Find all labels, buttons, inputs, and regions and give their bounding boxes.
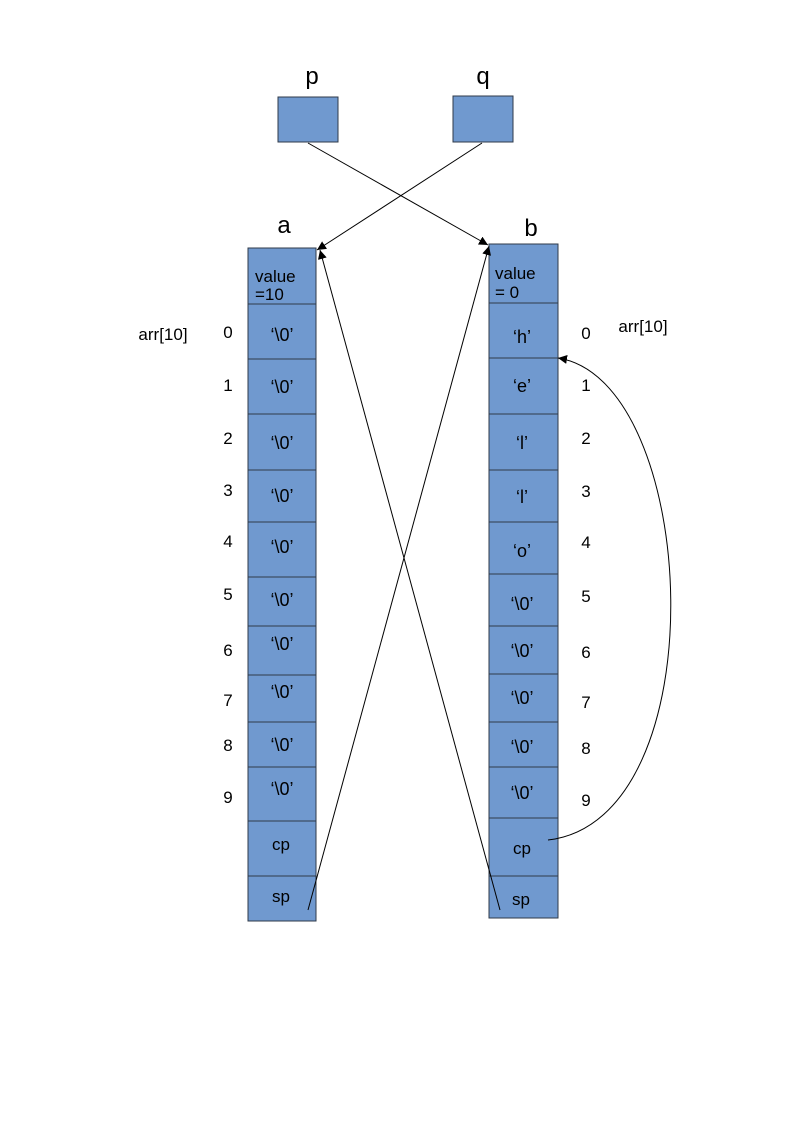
struct-a-separators <box>248 303 316 877</box>
struct-b-arr-cell-6: ‘\0’ <box>510 641 533 661</box>
struct-b-index-6: 6 <box>581 643 590 662</box>
struct-a-index-1: 1 <box>223 376 232 395</box>
struct-a-arr-cell-5: ‘\0’ <box>270 590 293 610</box>
arrow-q-to-a <box>316 142 483 251</box>
struct-a-indices: 0 1 2 3 4 5 6 7 8 9 <box>223 323 232 807</box>
struct-b-index-3: 3 <box>581 482 590 501</box>
struct-b-arr-cell-8: ‘\0’ <box>510 737 533 757</box>
struct-b-arr-cell-2: ‘l’ <box>516 433 528 453</box>
arrow-p-to-b <box>307 142 489 246</box>
struct-a: a value =10 ‘\0’‘\0’‘\0’‘\0’‘\0’‘\0’‘\0’… <box>138 212 317 922</box>
struct-a-arr-cell-8: ‘\0’ <box>270 735 293 755</box>
struct-b-arr-cell-3: ‘l’ <box>516 487 528 507</box>
struct-a-index-3: 3 <box>223 481 232 500</box>
struct-a-array-cells: ‘\0’ ‘\0’ ‘\0’ ‘\0’ ‘\0’ ‘\0’ ‘\0’ ‘\0’ ‘\0’ ‘\0’ <box>270 325 293 799</box>
struct-a-arr-cell-9: ‘\0’ <box>270 779 293 799</box>
struct-b-arr-cell-0: ‘h’ <box>513 327 531 347</box>
struct-a-index-2: 2 <box>223 429 232 448</box>
struct-b-label: b <box>524 215 537 242</box>
struct-a-arr-cell-4: ‘\0’ <box>270 537 293 557</box>
struct-a-index-0: 0 <box>223 323 232 342</box>
struct-b-arr-cell-9: ‘\0’ <box>510 783 533 803</box>
struct-b-arr-cell-5: ‘\0’ <box>510 594 533 614</box>
struct-b-index-5: 5 <box>581 587 590 606</box>
struct-a-arr-cell-0: ‘\0’ <box>270 325 293 345</box>
struct-b-index-9: 9 <box>581 791 590 810</box>
struct-a-arr-label: arr[10] <box>138 325 187 344</box>
struct-a-label: a <box>277 212 291 239</box>
struct-b-index-1: 1 <box>581 376 590 395</box>
struct-b-arr-cell-7: ‘\0’ <box>510 688 533 708</box>
pointer-p: p <box>277 63 339 143</box>
struct-a-arr-cell-6: ‘\0’ <box>270 634 293 654</box>
struct-a-cp-label: cp <box>272 835 290 854</box>
struct-b-value-line2: = 0 <box>495 283 519 302</box>
struct-a-arr-cell-7: ‘\0’ <box>270 682 293 702</box>
struct-b-separators <box>489 302 558 877</box>
struct-b-sp-label: sp <box>512 890 530 909</box>
struct-a-index-4: 4 <box>223 532 232 551</box>
struct-a-body <box>247 247 317 922</box>
arrow-a-sp-to-b <box>307 245 491 911</box>
struct-a-index-8: 8 <box>223 736 232 755</box>
struct-b-index-8: 8 <box>581 739 590 758</box>
struct-b-body <box>488 243 559 919</box>
struct-a-sp-label: sp <box>272 887 290 906</box>
struct-b-cp-label: cp <box>513 839 531 858</box>
pointer-p-box <box>277 96 339 143</box>
struct-b-arr-cell-1: ‘e’ <box>513 376 531 396</box>
arrow-b-cp-to-arr1 <box>547 354 672 841</box>
struct-a-value-line1: value <box>255 267 296 286</box>
pointer-p-label: p <box>305 63 318 90</box>
struct-a-index-5: 5 <box>223 585 232 604</box>
struct-b-arr-label: arr[10] <box>618 317 667 336</box>
pointer-q: q <box>452 63 514 143</box>
struct-b-index-4: 4 <box>581 533 590 552</box>
struct-a-arr-cell-3: ‘\0’ <box>270 486 293 506</box>
struct-b-array-cells: ‘h’ ‘e’ ‘l’ ‘l’ ‘o’ ‘\0’ ‘\0’ ‘\0’ ‘\0’ ‘\0’ <box>510 327 533 803</box>
struct-a-arr-cell-1: ‘\0’ <box>270 377 293 397</box>
struct-a-arr-cell-2: ‘\0’ <box>270 433 293 453</box>
arrow-b-sp-to-a <box>318 249 501 911</box>
struct-b-arr-cell-4: ‘o’ <box>513 541 531 561</box>
struct-b-index-7: 7 <box>581 693 590 712</box>
struct-a-index-9: 9 <box>223 788 232 807</box>
struct-b-value-line1: value <box>495 264 536 283</box>
struct-b-index-0: 0 <box>581 324 590 343</box>
pointer-q-box <box>452 95 514 143</box>
struct-b-index-2: 2 <box>581 429 590 448</box>
struct-a-index-7: 7 <box>223 691 232 710</box>
struct-a-index-6: 6 <box>223 641 232 660</box>
struct-b: b value = 0 ‘h’‘e’‘l’‘l’‘o’‘\0’‘\0’‘\0’‘… <box>488 215 668 919</box>
struct-a-value-line2: =10 <box>255 285 284 304</box>
struct-b-indices: 0 1 2 3 4 5 6 7 8 9 <box>581 324 590 810</box>
pointer-q-label: q <box>476 63 489 90</box>
